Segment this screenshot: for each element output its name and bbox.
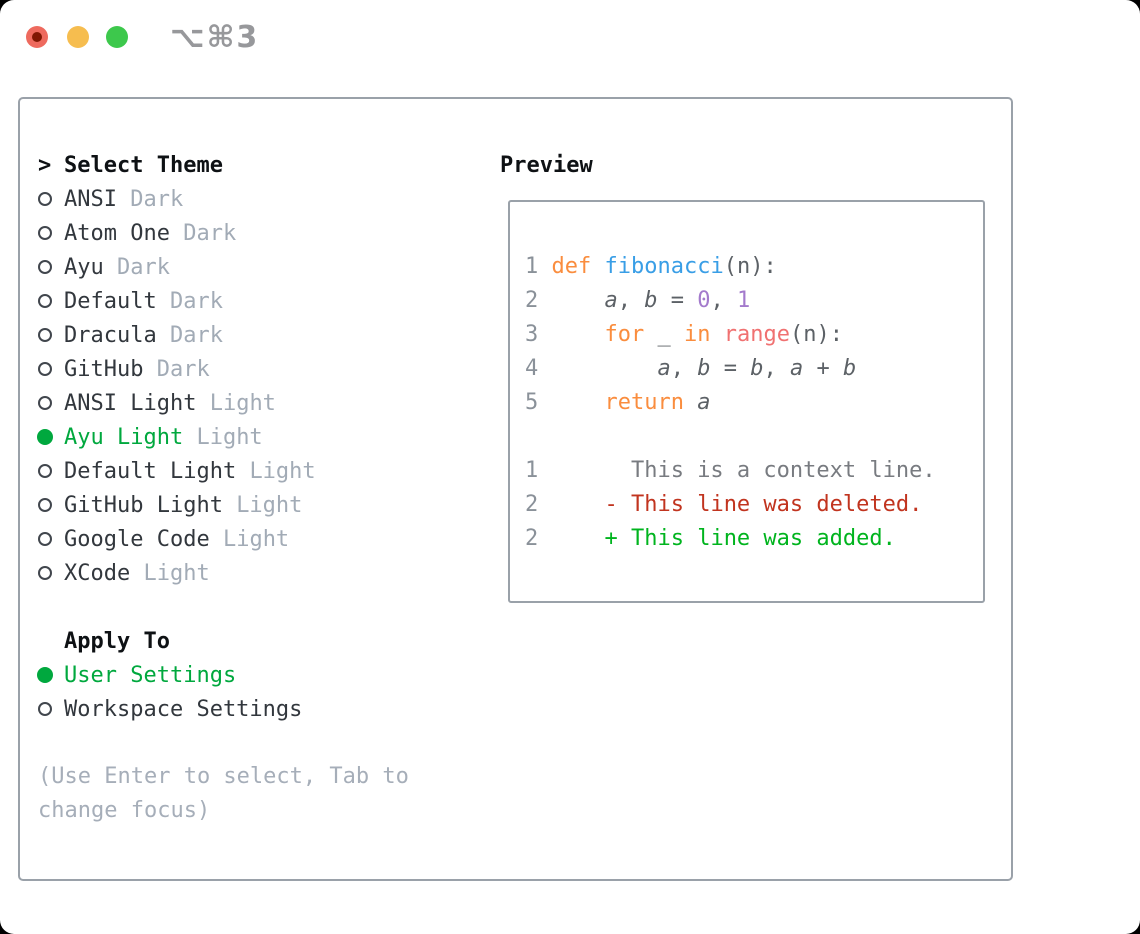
- preview-header-row: Preview: [500, 148, 593, 182]
- code-line: 2 a, b = 0, 1: [525, 288, 751, 313]
- theme-item-github-light[interactable]: GitHub Light Light: [38, 488, 409, 522]
- code-line: 3 for _ in range(n):: [525, 322, 843, 347]
- radio-icon: [38, 362, 52, 376]
- radio-icon: [38, 532, 52, 546]
- apply-to-header: Apply To: [64, 628, 170, 654]
- theme-item-label: Ayu Light: [64, 424, 197, 450]
- theme-list-header-row: > Select Theme: [38, 148, 409, 182]
- theme-item-label: Atom One: [64, 220, 184, 246]
- traffic-light-minimize-icon[interactable]: [67, 26, 89, 48]
- spacer: [38, 726, 409, 760]
- theme-item-label: Default: [64, 288, 170, 314]
- cursor-chevron-icon: >: [38, 152, 52, 178]
- theme-item-label: XCode: [64, 560, 144, 586]
- theme-variant-tag: Dark: [116, 254, 170, 280]
- theme-item-ansi[interactable]: ANSI Dark: [38, 182, 409, 216]
- theme-variant-tag: Dark: [169, 288, 223, 314]
- selected-radio-icon: [37, 667, 53, 683]
- radio-icon: [38, 566, 52, 580]
- theme-variant-tag: Light: [209, 390, 276, 416]
- radio-icon: [38, 464, 52, 478]
- theme-variant-tag: Dark: [183, 220, 237, 246]
- code-line: 1 def fibonacci(n):: [525, 254, 777, 279]
- hint-text-line1: (Use Enter to select, Tab to: [38, 764, 409, 789]
- theme-item-google-code[interactable]: Google Code Light: [38, 522, 409, 556]
- theme-item-label: Default Light: [64, 458, 250, 484]
- theme-item-label: GitHub: [64, 356, 157, 382]
- theme-variant-tag: Light: [143, 560, 210, 586]
- theme-variant-tag: Light: [236, 492, 303, 518]
- theme-variant-tag: Light: [222, 526, 290, 552]
- theme-item-label: Google Code: [64, 526, 223, 552]
- radio-icon: [38, 498, 52, 512]
- theme-item-label: GitHub Light: [64, 492, 237, 518]
- radio-icon: [38, 396, 52, 410]
- traffic-light-zoom-icon[interactable]: [106, 26, 128, 48]
- theme-variant-tag: Light: [196, 424, 263, 450]
- window-title: ⌥⌘3: [170, 20, 260, 55]
- theme-item-label: Dracula: [64, 322, 170, 348]
- theme-item-dracula[interactable]: Dracula Dark: [38, 318, 409, 352]
- code-line: 2 - This line was deleted.: [525, 492, 923, 517]
- selected-radio-icon: [37, 429, 53, 445]
- apply-option-label: User Settings: [64, 662, 237, 688]
- code-line: 5 return a: [525, 390, 711, 415]
- radio-icon: [38, 702, 52, 716]
- radio-icon: [38, 260, 52, 274]
- theme-variant-tag: Dark: [169, 322, 223, 348]
- window-titlebar: ⌥⌘3: [0, 0, 1140, 97]
- theme-item-label: ANSI Light: [64, 390, 210, 416]
- code-line: [525, 420, 936, 454]
- theme-item-label: ANSI: [64, 186, 131, 212]
- preview-box: 1 def fibonacci(n): 2 a, b = 0, 1 3 for _ …: [508, 200, 985, 603]
- theme-variant-tag: Dark: [156, 356, 210, 382]
- main-panel: > Select Theme ANSI Dark Atom One Dark A…: [18, 97, 1013, 881]
- theme-item-ansi-light[interactable]: ANSI Light Light: [38, 386, 409, 420]
- apply-option-label: Workspace Settings: [64, 696, 303, 722]
- theme-list-header: Select Theme: [64, 152, 223, 178]
- radio-icon: [38, 192, 52, 206]
- theme-items-container: ANSI Dark Atom One Dark Ayu Dark Default…: [37, 182, 409, 590]
- radio-icon: [38, 328, 52, 342]
- apply-option-workspace-settings[interactable]: Workspace Settings: [38, 692, 409, 726]
- apply-to-header-row: Apply To: [38, 624, 409, 658]
- code-line: 2 + This line was added.: [525, 526, 896, 551]
- apply-option-user-settings[interactable]: User Settings: [37, 658, 409, 692]
- radio-icon: [38, 226, 52, 240]
- radio-icon: [38, 294, 52, 308]
- theme-variant-tag: Dark: [130, 186, 184, 212]
- theme-list: > Select Theme ANSI Dark Atom One Dark A…: [37, 148, 409, 828]
- theme-item-github[interactable]: GitHub Dark: [38, 352, 409, 386]
- theme-variant-tag: Light: [249, 458, 316, 484]
- theme-item-ayu-light[interactable]: Ayu Light Light: [37, 420, 409, 454]
- spacer: [38, 590, 409, 624]
- theme-item-default[interactable]: Default Dark: [38, 284, 409, 318]
- theme-item-xcode[interactable]: XCode Light: [38, 556, 409, 590]
- preview-header: Preview: [500, 152, 593, 178]
- code-line: 1 This is a context line.: [525, 458, 936, 483]
- traffic-light-close-icon[interactable]: [26, 26, 48, 48]
- theme-item-atom-one[interactable]: Atom One Dark: [38, 216, 409, 250]
- hint-text-line2: change focus): [38, 798, 211, 823]
- code-preview: 1 def fibonacci(n): 2 a, b = 0, 1 3 for _ …: [525, 250, 936, 556]
- apply-options-container: User Settings Workspace Settings: [37, 658, 409, 726]
- theme-item-label: Ayu: [64, 254, 117, 280]
- code-line: 4 a, b = b, a + b: [525, 356, 857, 381]
- theme-item-default-light[interactable]: Default Light Light: [38, 454, 409, 488]
- theme-item-ayu[interactable]: Ayu Dark: [38, 250, 409, 284]
